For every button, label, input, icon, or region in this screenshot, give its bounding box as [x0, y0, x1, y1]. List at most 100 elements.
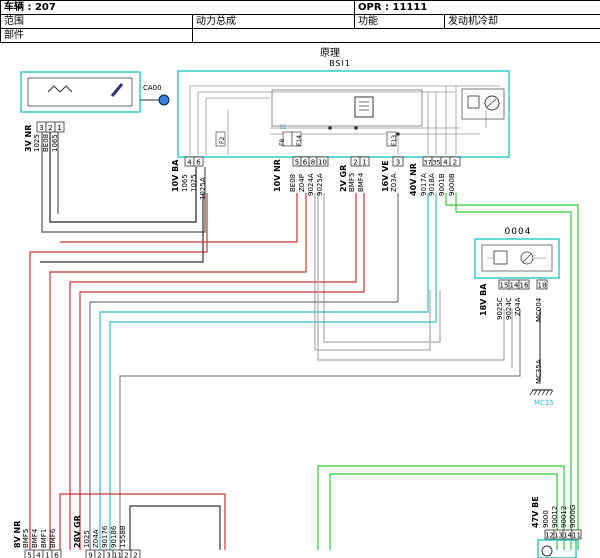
wire-label: 9000: [542, 510, 550, 528]
wire-label: BMF5: [348, 173, 356, 192]
pin-number: 5: [295, 159, 299, 167]
panel-module-label: 0004: [505, 227, 532, 237]
section-title: 原理: [320, 47, 340, 59]
wire-label: 90186: [110, 525, 118, 548]
bsi-module-label: BSI1: [329, 59, 351, 68]
connector-label: 40V NR: [409, 163, 418, 196]
pin-box: [130, 549, 141, 558]
pin-number: 2: [97, 552, 101, 558]
fuse-label: F14: [296, 135, 303, 146]
pin-box: [193, 156, 204, 167]
wire-label: 9024A: [307, 173, 315, 196]
wire-label: Z03A: [390, 173, 398, 192]
connector-br-g1: 12 13 14 11 47V BE 9000 90012 90012 9000…: [531, 496, 582, 540]
pin-number: 14: [563, 532, 572, 540]
connector-bsi-g4: 3 16V VE Z03A: [381, 156, 404, 192]
wire-label: 90176: [101, 525, 109, 548]
wire-label: BE08: [289, 174, 297, 192]
connector-bsi-g3: 2 1 2V GR BMF5 BMF4: [339, 156, 370, 192]
part-label: 部件: [0, 28, 193, 43]
wire-black-bottom: [129, 505, 221, 550]
wire-green-bottom-2: [329, 473, 558, 550]
bsi-module-box: [177, 70, 510, 158]
junction-dot: [354, 126, 358, 130]
wire-red-bottom: [59, 493, 226, 550]
ground-icon: [529, 389, 554, 396]
wire-1065-black: [49, 132, 197, 223]
pin-box: [449, 156, 461, 167]
wire-label: BE08: [42, 134, 50, 152]
wire-label: 9000B: [448, 173, 456, 196]
connector-bl-g2: 9 2 3 11 2 2 28V GR 1025 Z04A 90176 9018…: [73, 515, 141, 558]
wire-label: 1025A: [199, 177, 207, 200]
connector-label: 28V GR: [73, 515, 82, 548]
pin-box: [536, 279, 548, 290]
switch-symbol-icon: [47, 85, 73, 93]
wire-label: 90012: [551, 506, 559, 528]
connector-label: 16V VE: [381, 160, 390, 192]
wire-label: BMF4: [357, 172, 365, 192]
pin-number: 6: [196, 159, 201, 167]
connector-label: 10V NR: [273, 159, 282, 192]
bsi-controller-box: [271, 89, 423, 127]
wire-label: 9024C: [505, 297, 513, 320]
wire-z04p-red: [49, 193, 307, 550]
ground-wire-label: MC35A: [535, 359, 543, 384]
pin-number: 35: [432, 159, 440, 167]
key-symbol-icon: [110, 83, 124, 97]
wire-label: Z04P: [298, 174, 306, 192]
wire-be08-red: [60, 193, 298, 243]
wire-label: Z04A: [92, 529, 100, 548]
wire-1025-black: [41, 132, 206, 233]
pin-number: 15: [500, 282, 509, 290]
pin-number: 2: [124, 552, 128, 558]
fuse-f2-icon: [215, 131, 226, 147]
ca00-label: CA00: [143, 84, 162, 92]
pin-number: 12: [545, 532, 554, 540]
wire-9025a: [323, 193, 441, 343]
pin-number: 16: [520, 282, 529, 290]
wire-label: 1025: [190, 174, 198, 192]
wire-label: BMF1: [40, 529, 48, 548]
pin-number: 37: [423, 159, 431, 167]
pin-number: 10: [318, 159, 327, 167]
panel-inner-box: [481, 244, 553, 272]
pin-box: [392, 156, 404, 167]
pin-number: 9: [88, 552, 92, 558]
wire-label: Z04A: [514, 297, 522, 316]
wire-9025c: [317, 193, 505, 361]
pin-box: [51, 549, 62, 558]
pin-number: 4: [443, 159, 448, 167]
wire-label: 9025A: [316, 173, 324, 196]
pin-number: 18: [538, 282, 547, 290]
wire-label: 9017A: [420, 173, 428, 196]
connector-bl-g1: 5 4 1 6 8V NR BMF5 BMF4 BMF1 BMF6: [13, 521, 62, 558]
panel-gauge-needle: [522, 253, 532, 263]
pin-number: 3: [39, 124, 43, 132]
bottom-right-gauge-icon: [541, 545, 553, 557]
wire-label: 1025: [83, 530, 91, 548]
pin-box: [518, 279, 530, 290]
wire-z03a-grey: [89, 193, 399, 550]
wire-label: 1025: [33, 134, 41, 152]
fuse-label: F2: [219, 137, 226, 144]
connector-bsi-g5: 37 35 4 2 40V NR 9017A 9018A 9001B 9000B: [409, 156, 461, 196]
fuse-f13-icon: [386, 131, 397, 147]
junction-dot: [396, 132, 400, 136]
wire-label: 9025C: [496, 297, 504, 320]
wire-label: 9018A: [428, 173, 436, 196]
connector-label: 10V BA: [171, 159, 180, 192]
wire-label: BMF5: [22, 529, 30, 548]
connector-label: 8V NR: [13, 521, 22, 548]
pin-box: [54, 121, 65, 133]
wire-label: 90012: [560, 506, 568, 528]
connector-label: 47V BE: [531, 496, 540, 528]
relay-label: S1: [279, 124, 287, 131]
wires: [29, 132, 579, 550]
pin-number: 14: [510, 282, 519, 290]
bsi-display-box: [461, 88, 505, 120]
wire-9017a-cyan: [99, 193, 429, 550]
wire-label: 9001B: [438, 173, 446, 196]
wire-label: 9000G: [569, 505, 577, 528]
